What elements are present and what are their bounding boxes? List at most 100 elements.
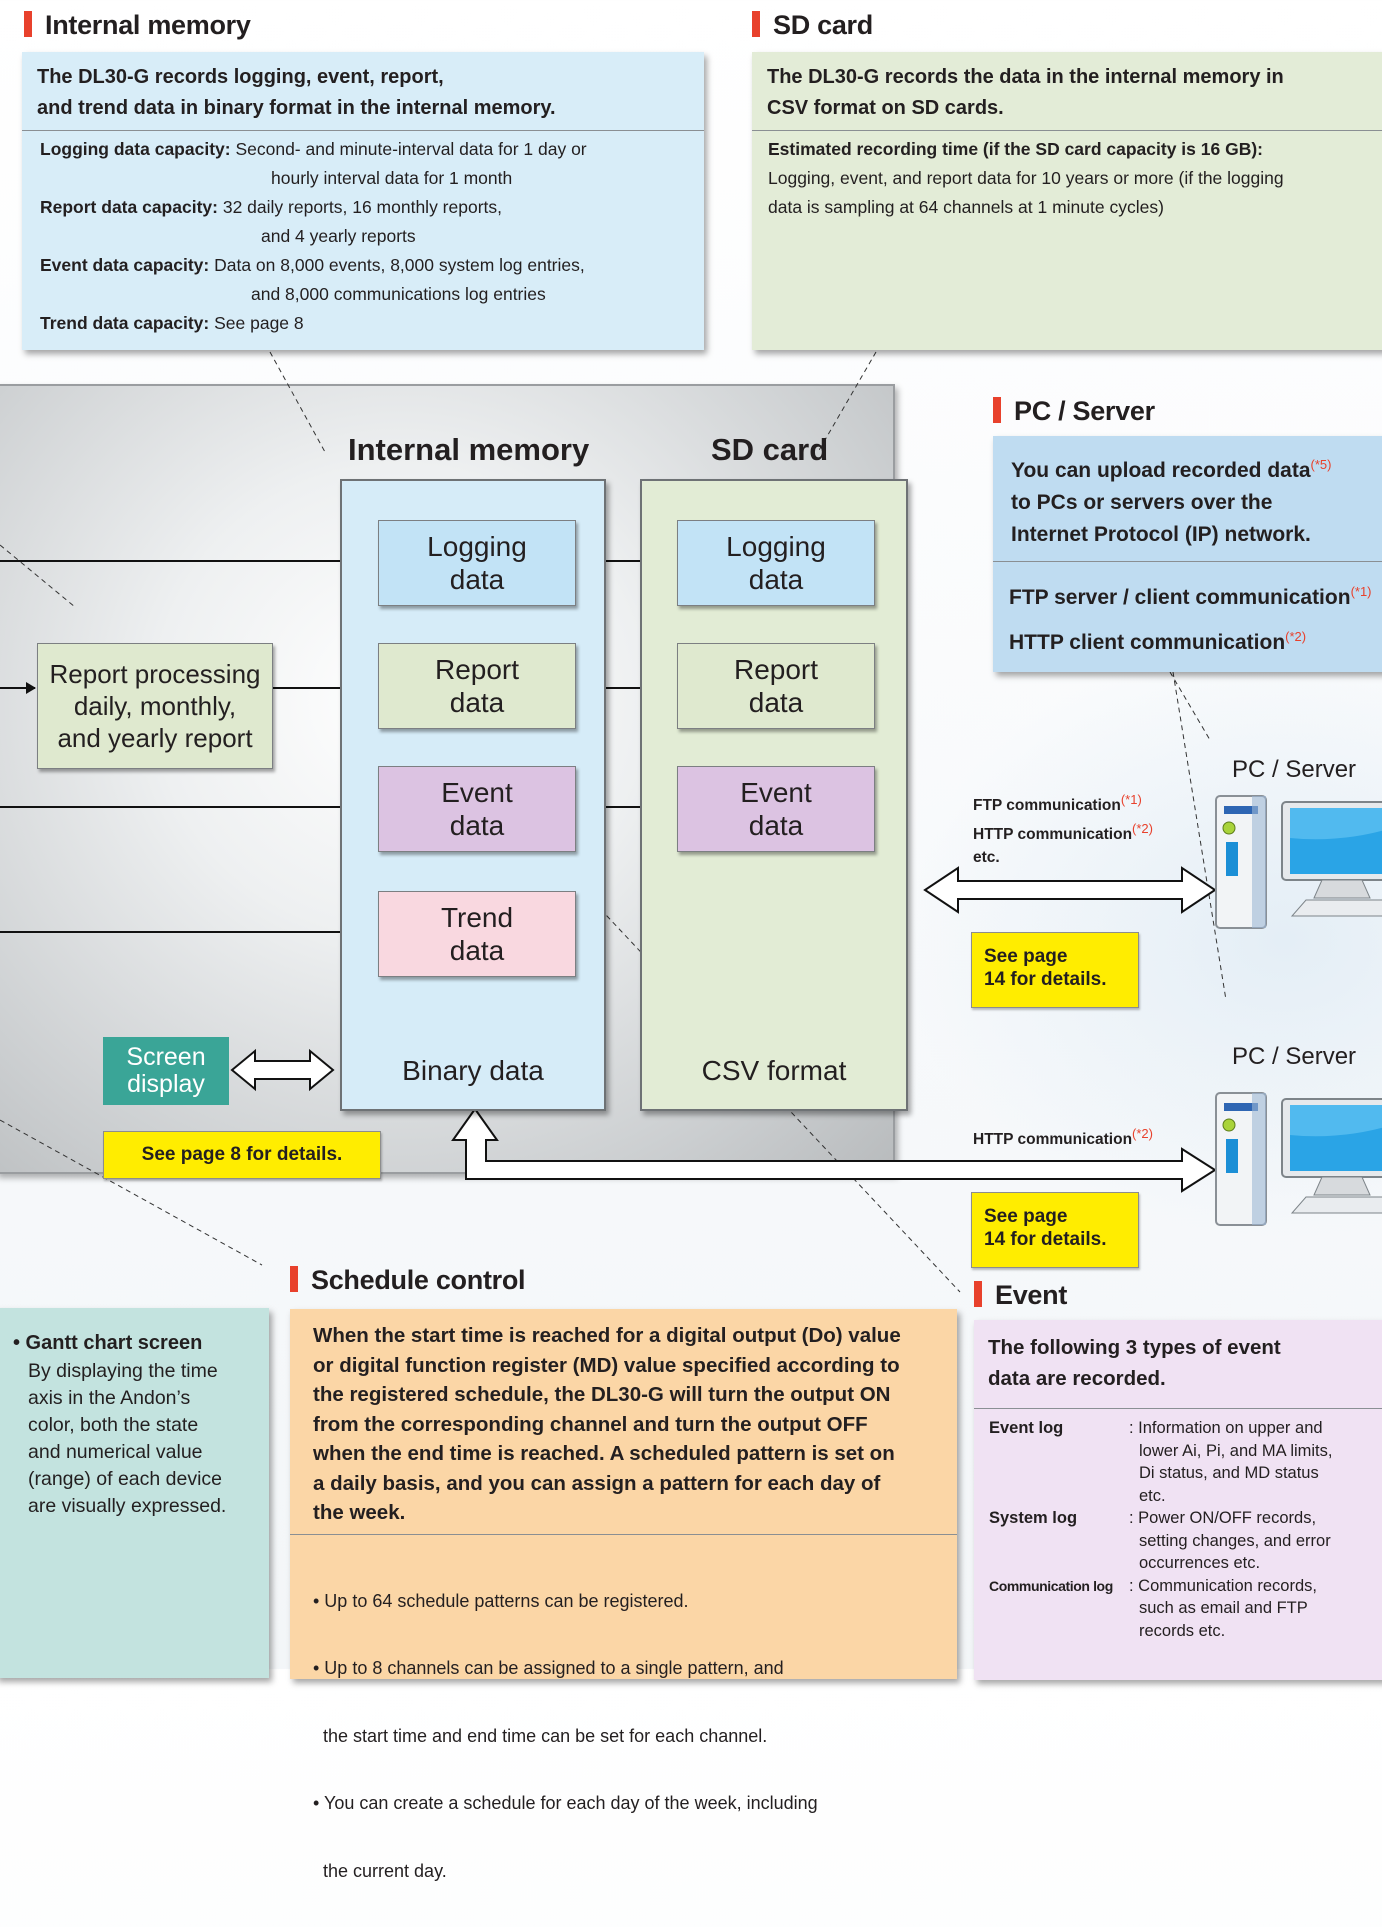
screen-display-box: Screen display [103, 1037, 229, 1105]
gantt-line: color, both the state [28, 1412, 259, 1439]
csv-format-label: CSV format [640, 1055, 908, 1087]
gantt-chart-title: • Gantt chart screen [13, 1328, 259, 1358]
gantt-line: By displaying the time [28, 1358, 259, 1385]
system-log-description: : Power ON/OFF records, setting changes,… [1129, 1507, 1331, 1575]
report-processing-line1: Report processing [50, 658, 261, 690]
ftp-communication-text: FTP communication [973, 797, 1121, 814]
event-head-line2: data are recorded. [988, 1363, 1382, 1394]
sd-card-title-text: SD card [773, 10, 873, 40]
pc-server-title-text: PC / Server [1014, 396, 1155, 426]
event-head-line1: The following 3 types of event [988, 1332, 1382, 1363]
estimate-text2: data is sampling at 64 channels at 1 min… [768, 193, 1374, 222]
box-line: data [749, 563, 804, 596]
event-description-line: setting changes, and error [1129, 1530, 1331, 1553]
logging-capacity-text2: hourly interval data for 1 month [40, 164, 686, 193]
logging-capacity-text1: Second- and minute-interval data for 1 d… [235, 139, 586, 159]
screen-display-line1: Screen [103, 1044, 229, 1071]
title-accent-bar [290, 1266, 298, 1292]
report-capacity-label: Report data capacity: [40, 197, 218, 217]
leader-internal-memory [270, 352, 325, 452]
gantt-line: and numerical value [28, 1439, 259, 1466]
box-line: Report [734, 653, 818, 686]
event-description-line: etc. [1129, 1485, 1332, 1508]
sd-card-panel: The DL30-G records the data in the inter… [752, 52, 1382, 350]
schedule-bullet: the current day. [313, 1860, 947, 1883]
see-page-line2: 14 for details. [984, 968, 1138, 991]
logging-capacity-label: Logging data capacity: [40, 139, 231, 159]
see-page-14-note-2: See page 14 for details. [971, 1192, 1139, 1268]
box-line: Trend [441, 901, 513, 934]
event-description-line: such as email and FTP [1129, 1597, 1317, 1620]
binary-data-label: Binary data [340, 1055, 606, 1087]
sd-card-head-line1: The DL30-G records the data in the inter… [767, 62, 1377, 93]
see-page-line2: 14 for details. [984, 1228, 1138, 1251]
pc-server-head-line1: You can upload recorded data [1011, 459, 1311, 482]
communication-log-row: Communication log : Communication record… [989, 1575, 1382, 1643]
sd-card-head-line2: CSV format on SD cards. [767, 93, 1377, 124]
ftp-protocol-text: FTP server / client communication [1009, 586, 1351, 609]
screen-display-line2: display [103, 1071, 229, 1098]
box-line: Logging [726, 530, 826, 563]
sd-card-column-header: SD card [711, 432, 828, 468]
pc-computer-icon [1212, 1085, 1382, 1235]
event-description-line: : Communication records, [1129, 1575, 1317, 1598]
schedule-head-line: When the start time is reached for a dig… [313, 1321, 947, 1351]
estimate-label: Estimated recording time (if the SD card… [768, 135, 1374, 164]
gantt-line: are visually expressed. [28, 1493, 259, 1520]
box-line: data [450, 686, 505, 719]
event-log-label: Event log [989, 1417, 1129, 1507]
footnote-2: (*2) [1132, 821, 1153, 836]
schedule-head-line: the week. [313, 1498, 947, 1528]
communication-log-label: Communication log [989, 1575, 1129, 1643]
schedule-bullet: the start time and end time can be set f… [313, 1725, 947, 1748]
event-types-list: Event log : Information on upper and low… [974, 1409, 1382, 1642]
trend-capacity-text: See page 8 [214, 313, 304, 333]
footnote-5: (*5) [1311, 457, 1332, 472]
internal-memory-column-header: Internal memory [348, 432, 589, 468]
pc-server-2-comms: HTTP communication(*2) [973, 1122, 1153, 1151]
leader-pc-1 [1170, 672, 1210, 740]
gantt-chart-description: By displaying the time axis in the Andon… [13, 1358, 259, 1520]
schedule-control-panel: When the start time is reached for a dig… [290, 1309, 957, 1679]
schedule-bullet: • Up to 64 schedule patterns can be regi… [313, 1590, 947, 1613]
pc-server-head-line3: Internet Protocol (IP) network. [1011, 519, 1377, 551]
schedule-control-bullets: • Up to 64 schedule patterns can be regi… [290, 1535, 957, 1927]
schedule-head-line: a daily basis, and you can assign a patt… [313, 1469, 947, 1499]
schedule-head-line: from the corresponding channel and turn … [313, 1410, 947, 1440]
pc-server-headline: You can upload recorded data(*5) to PCs … [993, 436, 1382, 561]
internal-memory-title-text: Internal memory [45, 10, 251, 40]
internal-memory-head-line2: and trend data in binary format in the i… [37, 93, 689, 124]
report-capacity-text2: and 4 yearly reports [40, 222, 686, 251]
event-title: Event [974, 1280, 1067, 1311]
gantt-chart-content: • Gantt chart screen By displaying the t… [0, 1308, 269, 1520]
see-page-8-text: See page 8 for details. [142, 1144, 343, 1165]
event-log-description: : Information on upper and lower Ai, Pi,… [1129, 1417, 1332, 1507]
see-page-line1: See page [984, 1205, 1138, 1228]
title-accent-bar [974, 1281, 982, 1307]
event-title-text: Event [995, 1280, 1067, 1310]
internal-memory-title: Internal memory [24, 10, 251, 41]
gantt-line: axis in the Andon’s [28, 1385, 259, 1412]
event-panel: The following 3 types of event data are … [974, 1320, 1382, 1680]
system-log-label: System log [989, 1507, 1129, 1575]
box-line: data [749, 686, 804, 719]
estimate-text1: Logging, event, and report data for 10 y… [768, 164, 1374, 193]
title-accent-bar [993, 397, 1001, 423]
system-log-row: System log : Power ON/OFF records, setti… [989, 1507, 1382, 1575]
http-protocol-text: HTTP client communication [1009, 631, 1285, 654]
internal-memory-panel: The DL30-G records logging, event, repor… [22, 52, 704, 350]
footnote-1: (*1) [1351, 584, 1372, 599]
event-description-line: : Power ON/OFF records, [1129, 1507, 1331, 1530]
box-line: data [749, 809, 804, 842]
internal-memory-headline: The DL30-G records logging, event, repor… [22, 52, 704, 130]
schedule-head-line: the registered schedule, the DL30-G will… [313, 1380, 947, 1410]
schedule-head-line: or digital function register (MD) value … [313, 1351, 947, 1381]
box-line: Event [740, 776, 812, 809]
